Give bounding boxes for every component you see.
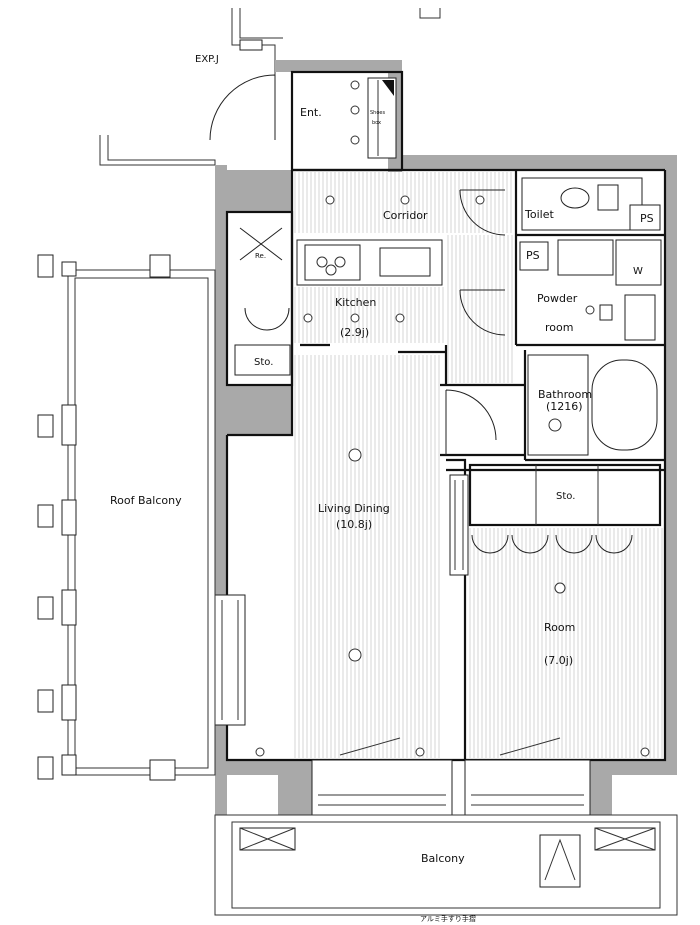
living-dining-label: Living Dining [318, 502, 390, 515]
bathroom-size: (1216) [546, 400, 583, 413]
powder-room-label-2: room [545, 321, 573, 334]
roof-balcony-label: Roof Balcony [110, 494, 182, 507]
room-storage-label: Sto. [556, 491, 575, 502]
room-label: Room [544, 621, 575, 634]
wet-area-fixtures [519, 177, 662, 456]
corridor-floor [294, 172, 512, 233]
kitchen-fixtures [234, 239, 443, 376]
ps-mid-label: PS [526, 249, 540, 262]
living-dining-floor [294, 355, 440, 758]
room-size: (7.0j) [544, 654, 573, 667]
toilet-label: Toilet [524, 208, 554, 221]
interior-walls [225, 70, 667, 762]
ps-top-label: PS [640, 212, 654, 225]
room-floor [469, 528, 663, 758]
living-dining-size: (10.8j) [336, 518, 372, 531]
refrigerator-label: Re. [255, 252, 266, 260]
powder-room-label-1: Powder [537, 292, 578, 305]
hall-floor [447, 235, 513, 383]
exp-joint-note: EXP.J [195, 54, 219, 65]
kitchen-storage-label: Sto. [254, 357, 273, 368]
washer-label: W [633, 266, 643, 277]
entrance-fixtures [350, 77, 397, 159]
roof-balcony [37, 254, 216, 781]
bathroom-label: Bathroom [538, 388, 592, 401]
shoes-box-sub-label: box [372, 120, 381, 126]
shoes-box-label: Shoes [370, 110, 385, 116]
kitchen-floor [294, 287, 444, 343]
corridor-label: Corridor [383, 209, 428, 222]
entrance-label: Ent. [300, 106, 322, 119]
ceiling-lights [255, 195, 650, 757]
door-swings [209, 74, 633, 554]
balcony-label: Balcony [421, 852, 465, 865]
kitchen-size: (2.9j) [340, 326, 369, 339]
kitchen-label: Kitchen [335, 296, 376, 309]
balcony [214, 814, 678, 916]
railing-note: アルミ手すり手摺 [420, 914, 476, 923]
